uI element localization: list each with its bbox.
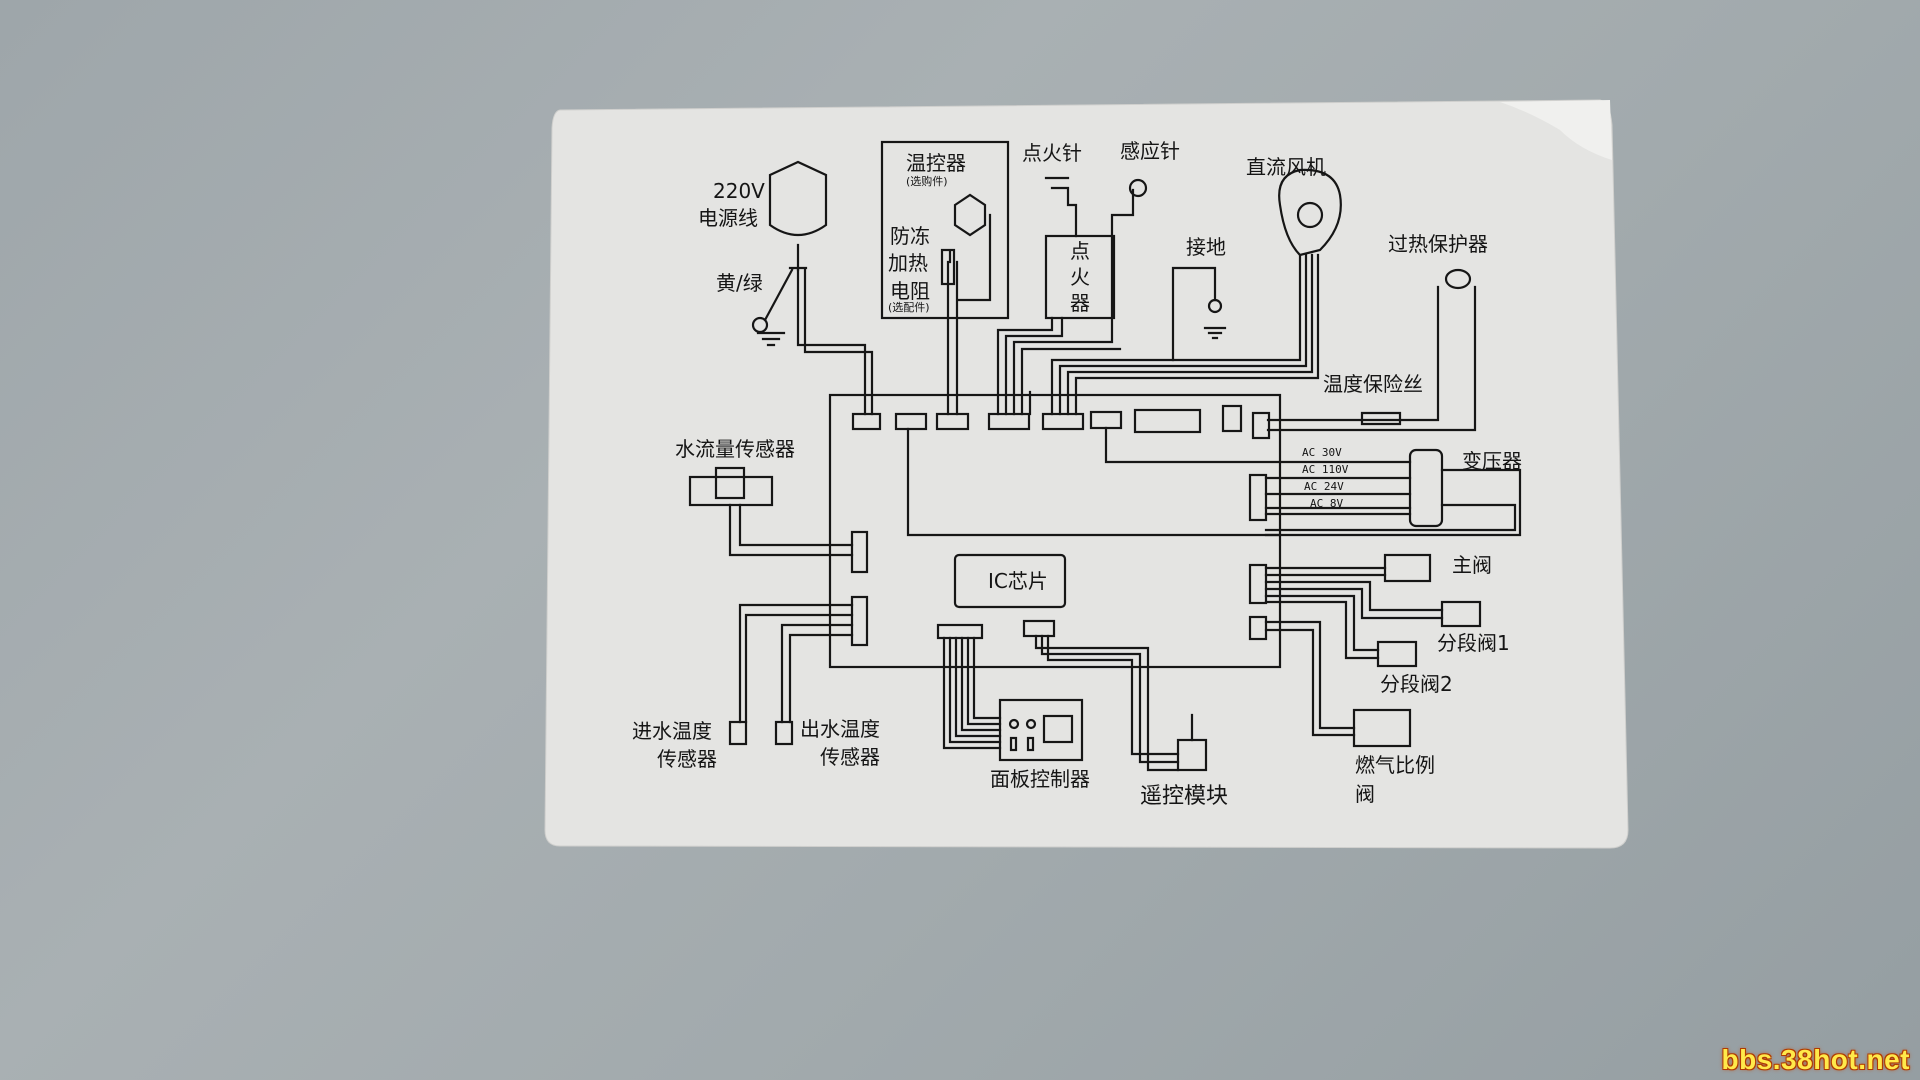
antifreeze-line3: 电阻	[890, 279, 930, 303]
wire-flow-sensor	[728, 503, 854, 557]
ac-30v-label: AC 30V	[1302, 446, 1342, 459]
antifreeze-note: (选配件)	[888, 301, 930, 314]
ac-8v-label: AC 8V	[1310, 497, 1344, 510]
wire-panel	[942, 636, 1002, 750]
overheat-protector-label: 过热保护器	[1388, 232, 1488, 256]
section-valve1-symbol	[1440, 600, 1482, 628]
ground-symbol-right	[1203, 326, 1227, 340]
remote-module-label: 遥控模块	[1140, 784, 1229, 809]
connector-gas-valve	[1248, 615, 1268, 641]
connector-board-2	[894, 412, 928, 431]
power-cord-label: 电源线	[698, 206, 758, 230]
panel-led-1	[1009, 736, 1018, 752]
plug-body	[768, 160, 828, 236]
panel-led-2	[1026, 736, 1035, 752]
fan-housing	[1278, 168, 1342, 257]
ground-symbol-left	[756, 331, 786, 347]
site-watermark: bbs.38hot.net	[1721, 1044, 1910, 1075]
igniter-box	[1044, 234, 1116, 320]
outlet-sensor-symbol	[774, 720, 794, 746]
wire-antifreeze	[946, 213, 992, 416]
connector-remote	[1022, 619, 1056, 638]
ground-wire-label: 黄/绿	[716, 271, 763, 295]
wire-power	[763, 268, 874, 416]
flow-sensor-head	[714, 466, 746, 500]
thermostat-note: (选购件)	[906, 175, 948, 188]
connector-valves	[1248, 563, 1268, 605]
dc-fan-label: 直流风机	[1246, 155, 1326, 179]
fan-hub	[1296, 201, 1324, 229]
transformer-core	[1408, 448, 1444, 528]
card-peel-shadow	[1500, 100, 1612, 160]
thermal-fuse-label: 温度保险丝	[1323, 372, 1423, 396]
igniter-line2: 火	[1070, 265, 1090, 289]
panel-controller-label: 面板控制器	[990, 767, 1090, 791]
wire-overheat	[1266, 285, 1477, 432]
connector-igniter	[987, 412, 1031, 431]
thermostat-frame	[880, 140, 1010, 320]
panel-knob-1	[1008, 718, 1020, 730]
wire-board-loop	[906, 427, 1282, 537]
wire-remote	[1034, 634, 1194, 772]
panel-controller-screen	[1042, 714, 1074, 744]
inlet-sensor-line1: 进水温度	[632, 719, 712, 743]
ignition-pin-label: 点火针	[1022, 141, 1082, 165]
outlet-sensor-line2: 传感器	[820, 745, 880, 769]
wire-transformer	[1104, 426, 1522, 537]
antifreeze-line2: 加热	[888, 251, 928, 275]
connector-fuse	[1251, 411, 1271, 440]
connector-antifreeze	[935, 412, 970, 431]
wire-gas-valve	[1264, 620, 1356, 737]
ic-chip-label: IC芯片	[988, 569, 1048, 593]
outlet-sensor-line1: 出水温度	[800, 717, 880, 741]
connector-transformer-side	[1248, 473, 1268, 522]
wire-igniter	[996, 188, 1135, 416]
ac-24v-label: AC 24V	[1304, 480, 1344, 493]
water-flow-sensor-label: 水流量传感器	[675, 437, 795, 461]
wire-ground	[1028, 266, 1217, 416]
ignition-pin-symbol	[1044, 176, 1078, 238]
ac-110v-label: AC 110V	[1302, 463, 1349, 476]
wire-temp-sensors	[738, 603, 854, 724]
dip-switch	[1133, 408, 1202, 434]
gas-valve-line2: 阀	[1355, 782, 1375, 806]
antifreeze-resistor-symbol	[940, 248, 956, 286]
thermostat-label: 温控器	[906, 151, 966, 175]
inlet-sensor-symbol	[728, 720, 748, 746]
section-valve2-label: 分段阀2	[1380, 672, 1453, 696]
sensing-pin-label: 感应针	[1120, 139, 1180, 163]
connector-power	[851, 412, 882, 431]
inlet-sensor-line2: 传感器	[657, 747, 717, 771]
plug-cable	[788, 243, 808, 272]
power-cord-voltage: 220V	[713, 179, 765, 203]
section-valve1-label: 分段阀1	[1437, 631, 1510, 655]
ic-chip-box	[953, 553, 1067, 609]
wire-fan	[1050, 253, 1320, 416]
overheat-protector-symbol	[1444, 268, 1472, 290]
ground-label: 接地	[1186, 235, 1226, 259]
igniter-line3: 器	[1070, 291, 1090, 315]
transformer-label: 变压器	[1462, 449, 1522, 473]
section-valve2-symbol	[1376, 640, 1418, 668]
connector-panel	[936, 623, 984, 640]
wire-valves	[1264, 566, 1444, 660]
antifreeze-line1: 防冻	[890, 224, 930, 248]
igniter-line1: 点	[1070, 239, 1090, 263]
main-valve-label: 主阀	[1452, 553, 1492, 577]
thermostat-symbol	[953, 193, 987, 237]
panel-knob-2	[1025, 718, 1037, 730]
thermal-fuse-symbol	[1360, 411, 1402, 426]
connector-flow-sensor	[850, 530, 869, 574]
connector-square	[1221, 404, 1243, 433]
gas-valve-line1: 燃气比例	[1355, 753, 1435, 777]
sensing-pin-symbol	[1128, 178, 1148, 198]
connector-fan	[1041, 412, 1085, 431]
connector-temp-sensors	[850, 595, 869, 647]
ground-lug-left	[751, 316, 769, 334]
